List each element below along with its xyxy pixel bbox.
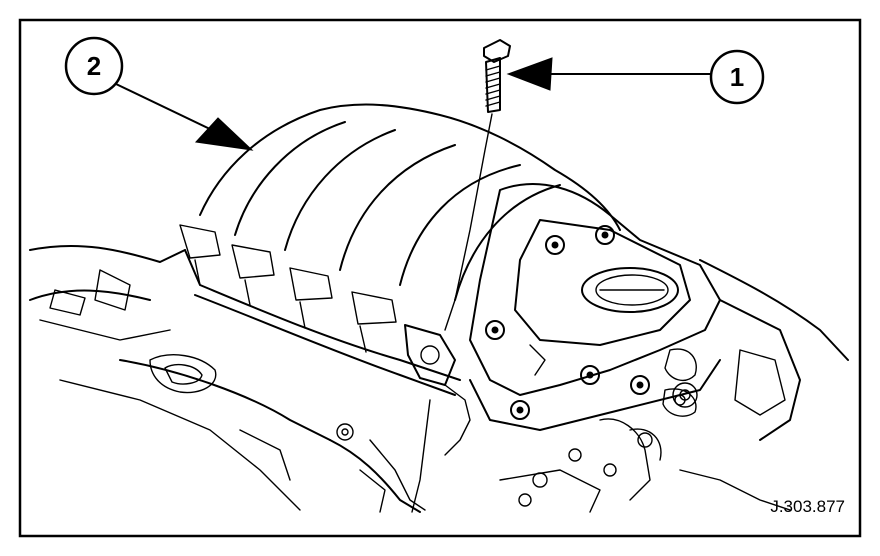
diagram-frame bbox=[18, 18, 862, 538]
callout-2-label: 2 bbox=[87, 51, 101, 81]
callout-1: 1 bbox=[506, 49, 765, 105]
callout-1-label: 1 bbox=[730, 62, 744, 92]
callout-1-circle bbox=[709, 49, 765, 105]
right-side-components bbox=[499, 259, 849, 513]
callout-2: 2 bbox=[64, 36, 254, 151]
engine-block-outline bbox=[29, 244, 426, 513]
figure-reference-code: J.303.877 bbox=[770, 497, 845, 516]
intake-manifold bbox=[179, 103, 621, 513]
callout-2-circle bbox=[64, 36, 124, 96]
manifold-bolt bbox=[444, 39, 511, 331]
throttle-body-housing bbox=[469, 183, 721, 431]
